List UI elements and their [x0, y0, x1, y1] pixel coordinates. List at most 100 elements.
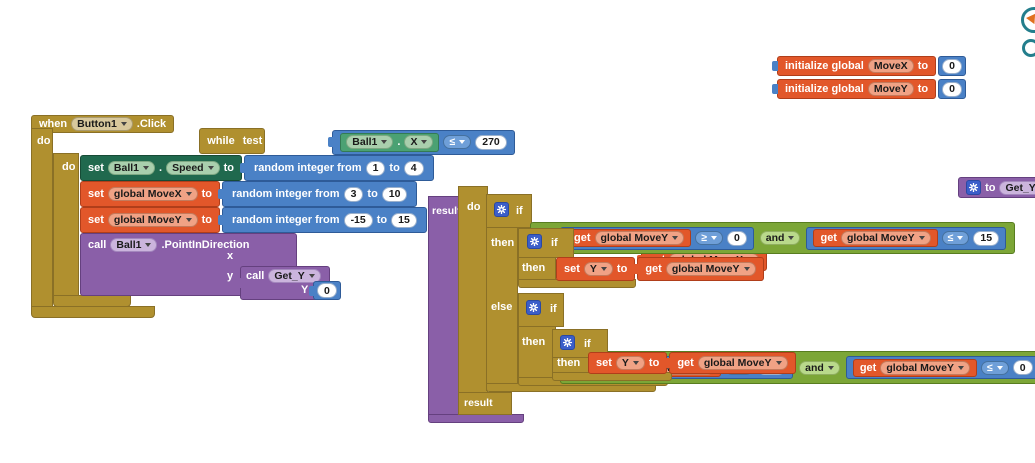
to-value[interactable]: 10 [381, 186, 408, 202]
variable-dropdown[interactable]: global MoveY [880, 360, 970, 375]
set-movey-statement[interactable]: set global MoveY to random integer from … [80, 207, 427, 233]
and-block-1[interactable]: get global MoveY ≥ 0 and get global Move… [525, 222, 1016, 254]
mutator-gear-icon[interactable] [966, 180, 982, 195]
init-global-movex-block[interactable]: initialize global MoveX to 0 [777, 56, 966, 76]
from-value[interactable]: 3 [343, 186, 364, 202]
get-global-movey-block[interactable]: get global MoveY [665, 352, 796, 374]
from-value[interactable]: -15 [343, 212, 373, 228]
property-dropdown[interactable]: X [404, 135, 434, 149]
while-block-left-bar[interactable]: do [53, 153, 79, 296]
procedure-bottom-bar[interactable] [428, 414, 524, 423]
number-block[interactable]: 0 [309, 281, 341, 300]
variable-dropdown[interactable]: global MoveY [840, 231, 931, 245]
number-value[interactable]: 15 [973, 230, 1000, 246]
mutator-gear-icon[interactable] [527, 234, 542, 249]
random-integer-block[interactable]: random integer from -15 to 15 [217, 207, 427, 233]
operator-dropdown[interactable]: ≤ [981, 360, 1009, 375]
procedure-dropdown[interactable]: Get_Y [268, 269, 321, 283]
procedure-gety-header[interactable]: to Get_Y Y [958, 177, 1035, 198]
set-global-movey-block[interactable]: set global MoveY to [80, 207, 220, 233]
number-block[interactable]: 0 [938, 79, 966, 99]
do-result-block-left-bar[interactable] [458, 186, 488, 415]
set-y-block[interactable]: set Y to [556, 257, 636, 281]
number-value[interactable]: 0 [726, 230, 747, 246]
get-global-movey-block[interactable]: get global MoveY [813, 229, 938, 247]
if3-header[interactable] [518, 293, 564, 327]
get-global-movey-block[interactable]: get global MoveY [852, 358, 977, 377]
mutator-gear-icon[interactable] [494, 202, 509, 217]
comparison-block[interactable]: get global MoveY ≥ 0 [560, 226, 754, 250]
random-integer-block[interactable]: random integer from 3 to 10 [217, 181, 418, 207]
to-label: to [201, 188, 212, 200]
variable-dropdown[interactable]: global MoveY [107, 213, 198, 227]
number-block[interactable]: 0 [938, 56, 966, 76]
when-block-bottom-bar[interactable] [31, 306, 155, 318]
if2-left-bar[interactable] [518, 257, 556, 281]
variable-dropdown[interactable]: global MoveY [594, 231, 685, 245]
get-global-movey-block[interactable]: get global MoveY [633, 257, 764, 281]
do-label: do [62, 161, 76, 173]
call-gety-block[interactable]: call Get_Y [236, 266, 330, 300]
operator-dropdown[interactable]: ≤ [941, 231, 970, 245]
ball1-x-getter-block[interactable]: Ball1 . X [340, 132, 440, 152]
community-avatar[interactable] [1019, 5, 1035, 60]
variable-dropdown[interactable]: global MoveY [665, 262, 756, 276]
set-y-block[interactable]: set Y to [588, 352, 668, 374]
number-value[interactable]: 0 [1012, 360, 1033, 375]
number-value: 0 [942, 58, 962, 74]
if1-left-bar[interactable] [486, 227, 518, 391]
comparison-ballx-block[interactable]: Ball1 . X ≤ 270 [328, 129, 515, 155]
method-label: .PointInDirection [161, 239, 250, 251]
if1-header[interactable] [486, 194, 532, 228]
from-value[interactable]: 1 [365, 160, 386, 176]
if3-left-bar[interactable] [518, 326, 556, 378]
if-label: if [551, 237, 558, 249]
to-value[interactable]: 4 [403, 160, 424, 176]
init-global-movey-block[interactable]: initialize global MoveY to 0 [777, 79, 966, 99]
while-block-bottom-bar[interactable] [53, 295, 131, 307]
set-y-statement[interactable]: set Y to get global MoveY [588, 352, 796, 374]
operator: ≤ [987, 361, 993, 374]
set-y-statement[interactable]: set Y to get global MoveY [556, 257, 764, 281]
while-block-header[interactable]: while test [199, 128, 266, 154]
random-integer-block[interactable]: random integer from 1 to 4 [239, 155, 434, 181]
get-keyword: get [574, 232, 591, 244]
procedure-name-field[interactable]: Get_Y [999, 180, 1035, 195]
set-keyword: set [88, 214, 104, 226]
component-dropdown[interactable]: Button1 [71, 117, 133, 131]
set-ball1-speed-block[interactable]: set Ball1 . Speed to [80, 155, 242, 181]
variable-name-field[interactable]: MoveY [867, 82, 914, 96]
set-global-movex-block[interactable]: set global MoveX to [80, 181, 220, 207]
and-dropdown[interactable]: and [759, 231, 801, 245]
get-global-movey-block[interactable]: get global MoveY [567, 229, 692, 247]
component-dropdown[interactable]: Ball1 [107, 161, 156, 175]
comparison-block[interactable]: get global MoveY ≤ 15 [806, 226, 1007, 250]
mutator-gear-icon[interactable] [560, 335, 575, 350]
property-dropdown[interactable]: Speed [166, 161, 220, 175]
variable-dropdown[interactable]: global MoveY [697, 356, 788, 370]
set-speed-statement[interactable]: set Ball1 . Speed to random integer from… [80, 155, 434, 181]
number-value[interactable]: 270 [475, 134, 507, 150]
operator-dropdown[interactable]: ≥ [695, 231, 723, 245]
to-value[interactable]: 15 [391, 212, 417, 228]
component-dropdown[interactable]: Ball1 [110, 238, 158, 252]
set-movex-statement[interactable]: set global MoveX to random integer from … [80, 181, 418, 207]
variable-dropdown[interactable]: Y [615, 356, 645, 370]
variable-name-field[interactable]: MoveX [867, 59, 914, 73]
do-result-result-row[interactable]: result [458, 392, 512, 415]
mutator-gear-icon[interactable] [526, 300, 541, 315]
variable-dropdown[interactable]: Y [583, 262, 613, 276]
get-keyword: get [645, 263, 662, 275]
number-value: 0 [317, 283, 337, 298]
procedure-left-bar[interactable]: result [428, 196, 461, 415]
variable-name: global MoveY [886, 361, 954, 374]
then-label: then [491, 237, 515, 249]
comparison-block[interactable]: get global MoveY ≤ 0 [845, 356, 1035, 379]
operator-dropdown[interactable]: ≤ [443, 135, 472, 149]
when-block-left-bar[interactable]: do [31, 128, 53, 307]
component-dropdown[interactable]: Ball1 [346, 135, 394, 149]
when-button1-click-block[interactable]: when Button1 .Click [31, 115, 175, 133]
variable-dropdown[interactable]: global MoveX [107, 187, 198, 201]
and-dropdown[interactable]: and [799, 360, 840, 375]
